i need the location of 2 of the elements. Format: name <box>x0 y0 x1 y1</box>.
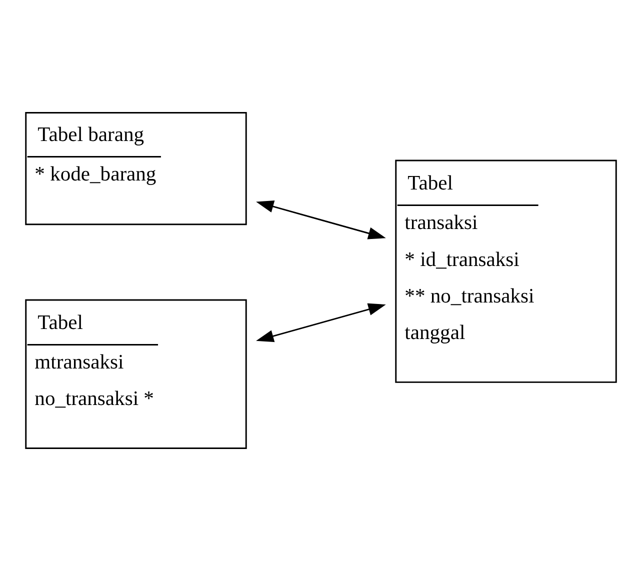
arrow <box>256 303 386 342</box>
arrow <box>256 200 386 240</box>
